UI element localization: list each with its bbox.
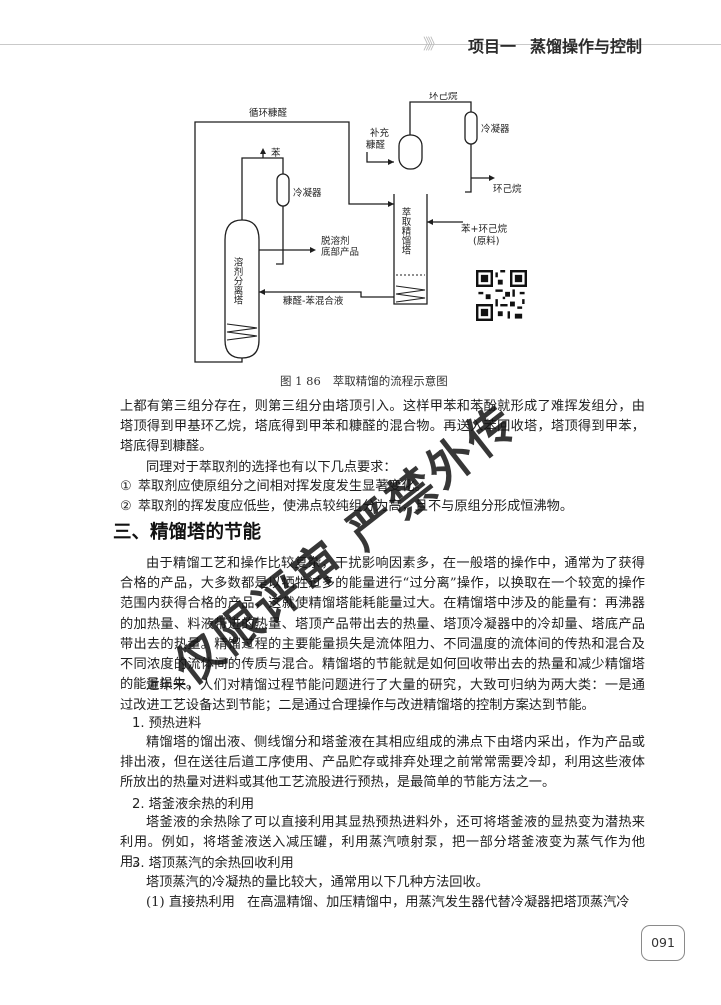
subheading-2: 2.塔釜液余热的利用 xyxy=(132,795,254,815)
process-flow-diagram: 循环糠醛 苯 冷凝器 脱溶剂 底部产品 糠醛-苯混合液 补充 糠醛 环己烷 冷凝… xyxy=(194,92,522,363)
label-extractive-column: 萃取精馏塔 xyxy=(400,207,412,255)
paragraph-8-label: 直接热利用 xyxy=(168,895,235,910)
right-reboiler-coil xyxy=(395,285,426,303)
section-title: 三、精馏塔的节能 xyxy=(113,522,262,543)
label-cycle-furfural: 循环糠醛 xyxy=(249,107,288,119)
label-cyclohexane-out: 环己烷 xyxy=(493,183,522,195)
header-project: 项目一 xyxy=(468,37,517,56)
list-item-1-text: 萃取剂应使原组分之间相对挥发度发生显著变化。 xyxy=(137,479,428,494)
qr-code xyxy=(476,270,527,321)
label-bottoms-2: 底部产品 xyxy=(321,246,359,258)
left-condenser xyxy=(276,173,290,207)
extractive-column-shell xyxy=(393,194,428,305)
header-title: 项目一蒸馏操作与控制 xyxy=(468,33,642,57)
label-furfural-benzene: 糠醛-苯混合液 xyxy=(283,295,344,307)
makeup-furfural-line xyxy=(366,152,394,163)
paragraph-5: 精馏塔的馏出液、侧线馏分和塔釜液在其相应组成的沸点下由塔内采出，作为产品或排出液… xyxy=(120,735,645,791)
mix-feed-line xyxy=(259,291,394,298)
left-reboiler-coil xyxy=(226,323,258,341)
subheading-1-text: 预热进料 xyxy=(148,716,202,731)
arrow-feed xyxy=(427,219,433,225)
subheading-2-number: 2. xyxy=(132,797,145,812)
label-condenser-right: 冷凝器 xyxy=(481,123,510,135)
list-item-2-text: 萃取剂的挥发度应低些，使沸点较纯组分为高，且不与原组分形成恒沸物。 xyxy=(137,499,574,514)
header-rule xyxy=(0,44,721,45)
right-condensate-line xyxy=(465,144,472,193)
paragraph-4: 近年来，人们对精馏过程节能问题进行了大量的研究，大致可归纳为两大类：一是通过改进… xyxy=(120,678,645,714)
subheading-1: 1.预热进料 xyxy=(132,714,201,734)
right-condenser xyxy=(464,111,478,145)
paragraph-1: 上都有第三组分存在，则第三组分由塔顶引入。这样甲苯和苯酚就形成了难挥发组分，由塔… xyxy=(120,399,645,455)
label-condenser-left: 冷凝器 xyxy=(293,187,322,199)
label-benzene: 苯 xyxy=(271,147,281,159)
label-feed-2: (原料) xyxy=(473,235,499,247)
figure-caption: 图 1 86 萃取精馏的流程示意图 xyxy=(280,373,448,389)
label-makeup-1: 补充 xyxy=(370,127,390,139)
subheading-3-number: 3. xyxy=(132,856,145,871)
arrow-makeup xyxy=(388,159,394,165)
arrow-mix-feed xyxy=(259,289,265,295)
paragraph-8-number: (1) xyxy=(146,895,165,910)
list-item-1-number: ① xyxy=(120,479,132,494)
solvent-column-shell xyxy=(224,219,260,359)
arrow-cycle xyxy=(388,201,394,207)
subheading-2-text: 塔釜液余热的利用 xyxy=(148,797,255,812)
paragraph-8: (1) 直接热利用 在高温精馏、加压精馏中，用蒸汽发生器代替冷凝器把塔顶蒸汽冷 xyxy=(120,893,645,913)
subheading-1-number: 1. xyxy=(132,716,145,731)
extractive-column-top-drum xyxy=(398,134,423,170)
paragraph-8-text: 在高温精馏、加压精馏中，用蒸汽发生器代替冷凝器把塔顶蒸汽冷 xyxy=(247,895,630,910)
header-decoration: 》》 xyxy=(423,35,442,53)
subheading-3: 3.塔顶蒸汽的余热回收利用 xyxy=(132,854,294,874)
paragraph-7: 塔顶蒸汽的冷凝热的量比较大，通常用以下几种方法回收。 xyxy=(146,875,489,890)
label-bottoms-1: 脱溶剂 xyxy=(321,235,350,247)
figure-number: 图 1 86 xyxy=(280,374,321,388)
label-makeup-2: 糠醛 xyxy=(366,139,386,151)
arrow-bottoms xyxy=(310,247,316,253)
paragraph-6: 塔釜液的余热除了可以直接利用其显热预热进料外，还可将塔釜液的显热变为潜热来利用。… xyxy=(120,815,645,871)
figure-title: 萃取精馏的流程示意图 xyxy=(332,374,448,388)
list-item-1: ① 萃取剂应使原组分之间相对挥发度发生显著变化。 xyxy=(120,477,428,497)
header-chapter-title: 蒸馏操作与控制 xyxy=(530,37,643,56)
subheading-3-text: 塔顶蒸汽的余热回收利用 xyxy=(148,856,294,871)
left-condensate-line xyxy=(276,206,284,265)
label-solvent-column: 溶剂分离塔 xyxy=(232,256,244,305)
paragraph-2: 同理对于萃取剂的选择也有以下几点要求： xyxy=(146,460,397,475)
label-cyclohexane-top: 环己烷 xyxy=(429,92,458,102)
page-number: 091 xyxy=(641,925,685,961)
arrow-cyclohexane xyxy=(489,175,495,181)
right-overhead-line xyxy=(409,101,472,135)
arrow-benzene xyxy=(260,148,266,154)
list-item-2: ② 萃取剂的挥发度应低些，使沸点较纯组分为高，且不与原组分形成恒沸物。 xyxy=(120,497,573,517)
list-item-2-number: ② xyxy=(120,499,132,514)
label-feed-1: 苯+环己烷 xyxy=(461,223,507,235)
cycle-furfural-line xyxy=(194,121,394,363)
paragraph-3: 由于精馏工艺和操作比较复杂，干扰影响因素多，在一般塔的操作中，通常为了获得合格的… xyxy=(120,556,645,693)
